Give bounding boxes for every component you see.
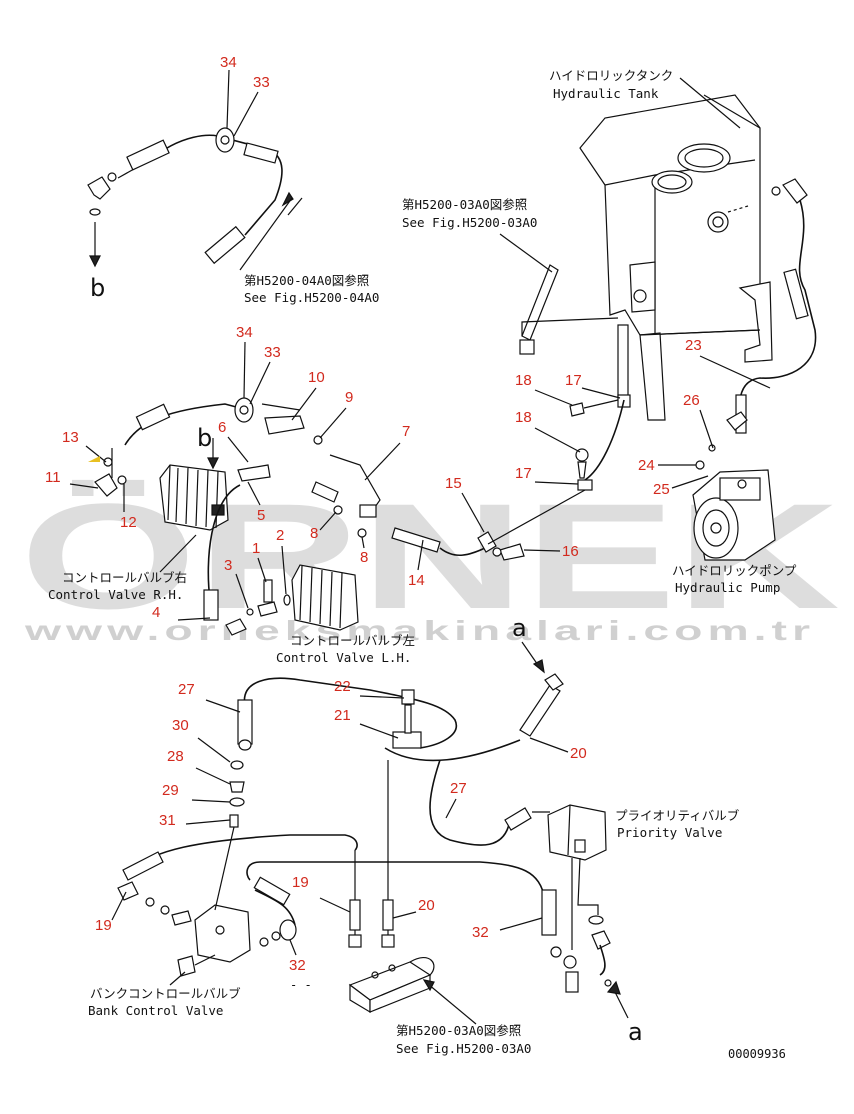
control-valve-lh-lines	[203, 454, 381, 636]
callout-8-a: 8	[310, 525, 318, 542]
see-fig-04-en: See Fig.H5200-04A0	[244, 290, 379, 305]
callout-18-a: 18	[515, 372, 532, 389]
callout-12: 12	[120, 514, 137, 531]
callout-8-b: 8	[360, 549, 368, 566]
callout-19-left: 19	[95, 917, 112, 934]
hydraulic-tank-en: Hydraulic Tank	[553, 86, 659, 101]
control-valve-rh-en: Control Valve R.H.	[48, 587, 183, 602]
see-fig-04-jp: 第H5200-04A0図参照	[244, 273, 369, 288]
hydraulic-pump	[692, 411, 776, 561]
callout-19-mid: 19	[292, 874, 309, 891]
lower-hoses	[117, 673, 612, 1014]
callout-18-b: 18	[515, 409, 532, 426]
dash-mark: - -	[290, 978, 312, 992]
callout-31: 31	[159, 812, 176, 829]
arrow-label-b-top: b	[90, 274, 105, 302]
watermark-url: www.orneksmakinalari.com.tr	[23, 615, 815, 646]
arrow-label-a-mid: a	[512, 614, 527, 642]
callout-7: 7	[402, 423, 410, 440]
callout-21: 21	[334, 707, 351, 724]
control-valve-lh-en: Control Valve L.H.	[276, 650, 411, 665]
callout-33-mid: 33	[264, 344, 281, 361]
drawing-number: 00009936	[728, 1047, 786, 1061]
callout-27-top: 27	[178, 681, 195, 698]
callout-16: 16	[562, 543, 579, 560]
control-valve-rh	[159, 438, 229, 531]
callout-34-mid: 34	[236, 324, 253, 341]
hose-14-assembly	[391, 489, 586, 561]
callout-32-left: 32	[289, 957, 306, 974]
control-valve-lh-jp: コントロールバルブ左	[290, 633, 415, 648]
callout-2: 2	[276, 527, 284, 544]
callout-24: 24	[638, 457, 655, 474]
callout-15: 15	[445, 475, 462, 492]
see-fig-03-jp-bottom: 第H5200-03A0図参照	[396, 1023, 521, 1038]
callout-25: 25	[653, 481, 670, 498]
callout-23: 23	[685, 337, 702, 354]
bank-control-valve-jp: バンクコントロールバルブ	[90, 986, 241, 1001]
arrow-label-b-mid: b	[197, 424, 212, 452]
see-fig-03-en-bottom: See Fig.H5200-03A0	[396, 1041, 531, 1056]
callout-28: 28	[167, 748, 184, 765]
callout-30: 30	[172, 717, 189, 734]
callout-29: 29	[162, 782, 179, 799]
callout-34-top: 34	[220, 54, 237, 71]
tank-suction-pipe	[519, 264, 629, 398]
control-valve-rh-jp: コントロールバルブ右	[62, 570, 187, 585]
callout-33-top: 33	[253, 74, 270, 91]
callout-4: 4	[152, 604, 160, 621]
callout-17-b: 17	[515, 465, 532, 482]
callout-6: 6	[218, 419, 226, 436]
hydraulic-pump-en: Hydraulic Pump	[675, 580, 780, 595]
callout-11: 11	[45, 469, 61, 486]
tank-pipe-fittings	[569, 394, 631, 491]
callout-14: 14	[408, 572, 425, 589]
arrow-label-a-bottom: a	[628, 1018, 643, 1046]
control-valve-rh-lines	[94, 397, 323, 497]
see-fig-03-en-top: See Fig.H5200-03A0	[402, 215, 537, 230]
callout-10: 10	[308, 369, 325, 386]
hydraulic-tank	[579, 94, 773, 421]
callout-20-top: 20	[570, 745, 587, 762]
callout-5: 5	[257, 507, 265, 524]
callout-26: 26	[683, 392, 700, 409]
see-fig-03-jp-top: 第H5200-03A0図参照	[402, 197, 527, 212]
top-left-hose-group	[87, 127, 303, 268]
callout-9: 9	[345, 389, 353, 406]
callout-20-bottom: 20	[418, 897, 435, 914]
priority-valve-jp: プライオリティバルブ	[615, 808, 740, 823]
callout-13: 13	[62, 429, 79, 446]
callout-17-a: 17	[565, 372, 582, 389]
hydraulic-pump-jp: ハイドロリックポンプ	[672, 563, 797, 578]
hydraulic-tank-jp: ハイドロリックタンク	[549, 68, 673, 83]
control-valve-lh	[291, 564, 359, 631]
callout-3: 3	[224, 557, 232, 574]
priority-valve-en: Priority Valve	[617, 825, 722, 840]
callout-22: 22	[334, 678, 351, 695]
callout-1: 1	[252, 540, 260, 557]
callout-27-mid: 27	[450, 780, 467, 797]
callout-32-right: 32	[472, 924, 489, 941]
bank-control-valve-en: Bank Control Valve	[88, 1003, 223, 1018]
